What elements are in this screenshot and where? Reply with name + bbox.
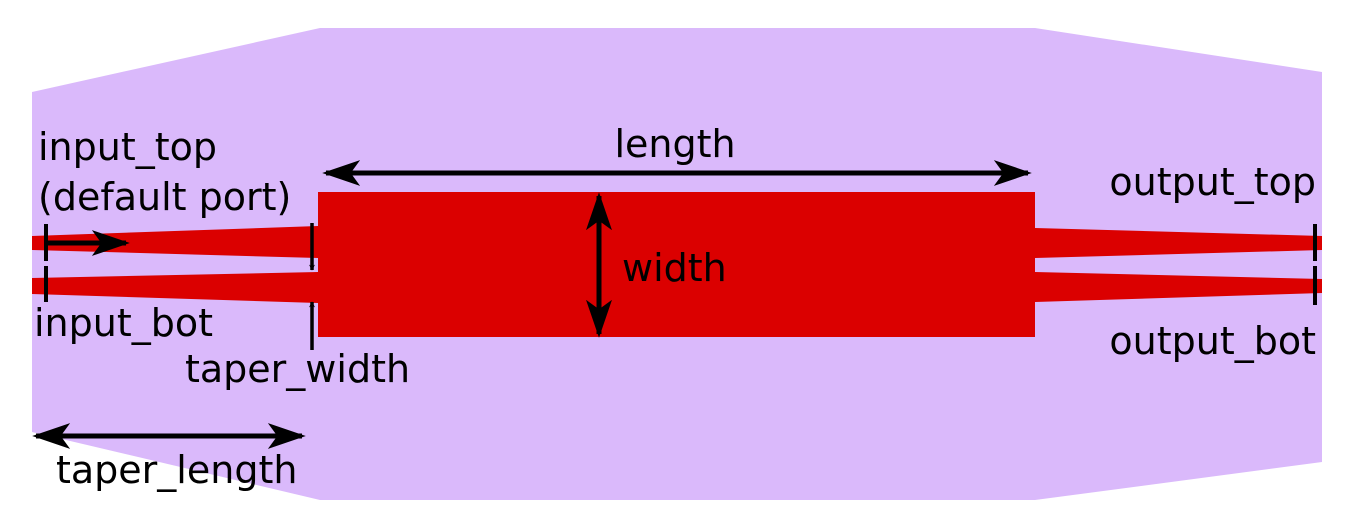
width-label: width bbox=[622, 246, 727, 290]
length-label: length bbox=[614, 122, 735, 166]
input-bot-label: input_bot bbox=[34, 301, 213, 345]
input-top-label: input_top bbox=[38, 125, 217, 169]
output-bot-taper bbox=[1035, 272, 1322, 302]
input-bot-taper bbox=[32, 272, 318, 303]
output-bot-label: output_bot bbox=[1109, 319, 1316, 363]
output-top-taper bbox=[1035, 228, 1322, 258]
default-port-label: (default port) bbox=[38, 175, 291, 219]
output-top-label: output_top bbox=[1109, 160, 1316, 204]
mmi-core bbox=[318, 192, 1035, 337]
taper-length-label: taper_length bbox=[56, 448, 297, 492]
taper-width-label: taper_width bbox=[185, 347, 410, 391]
